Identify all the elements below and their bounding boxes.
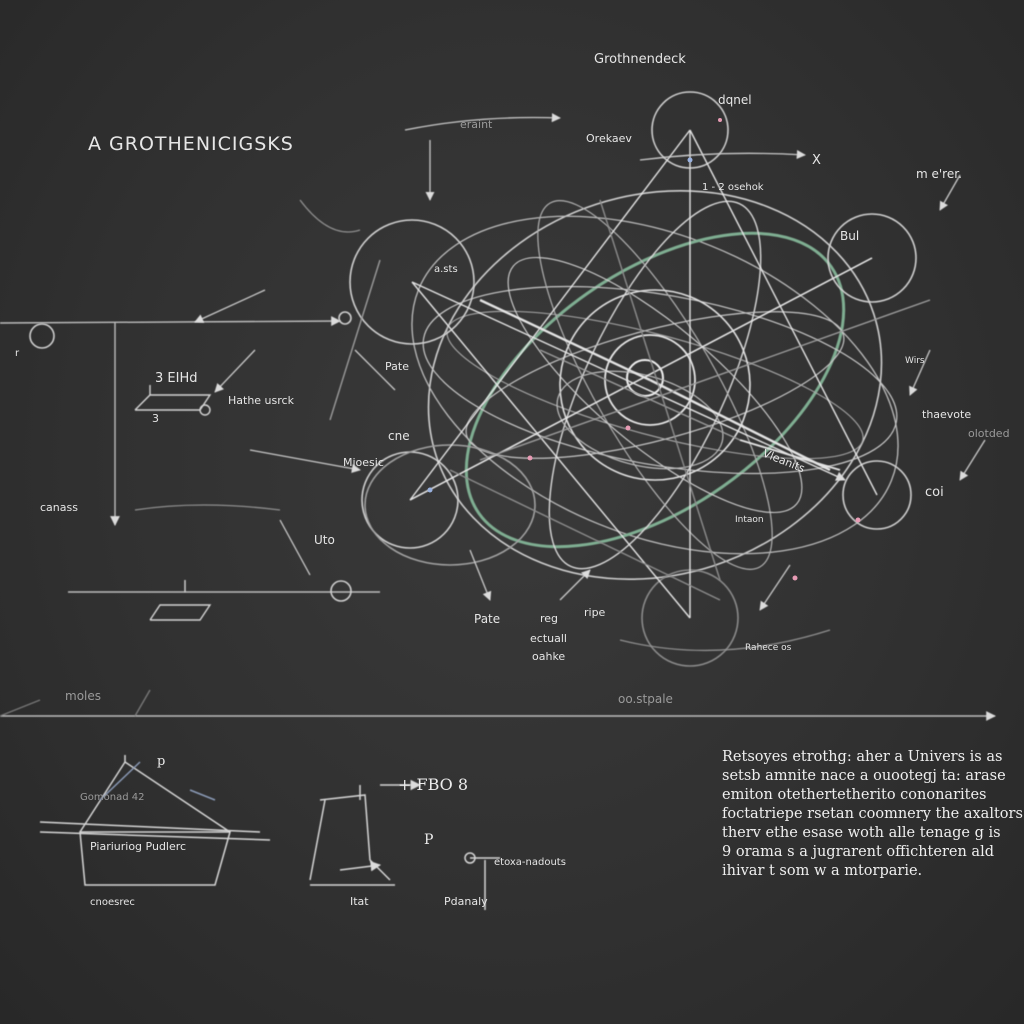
label-dquel: dqnel — [718, 93, 752, 107]
satellite-circles — [29, 91, 917, 667]
label-etoxa: etoxa-nadouts — [494, 857, 566, 868]
label-gamess: canass — [40, 501, 78, 514]
label-vleadle: Vleanits — [761, 447, 807, 476]
central-orbital-figure — [411, 190, 899, 580]
label-oostpale: oo.stpale — [618, 692, 673, 706]
label-g-moms: Gomonad 42 — [80, 792, 144, 803]
label-grothenk: 1 - 2 osehok — [702, 182, 764, 193]
diagram-heading: A GROTHENICIGSKS — [88, 133, 294, 155]
radial-lines — [329, 129, 931, 619]
label-intaon: Intaon — [735, 515, 764, 525]
label-oloded: olotded — [968, 427, 1010, 440]
label-coi: coi — [925, 485, 944, 500]
label-hfbo: + FBO 8 — [398, 775, 468, 794]
label-x: X — [812, 153, 821, 168]
note-line: 9 orama s a jugrarent offichteren ald — [722, 844, 994, 860]
label-ripe: ripe — [584, 606, 606, 619]
label-ectuall: ectuall — [530, 632, 567, 645]
annotation-arrows — [134, 113, 986, 652]
explanatory-note: Retsoyes etrothg: aher a Univers is as s… — [722, 748, 1023, 881]
label-p: P — [424, 832, 433, 848]
label-pdanaly: Pdanaly — [444, 895, 488, 908]
label-piriurcog: Piariuriog Pudlerc — [90, 840, 186, 853]
note-line: emiton otethertetherito cononarites — [722, 787, 987, 803]
label-onoebrec: cnoesrec — [90, 897, 135, 908]
bottom-middle-sketch — [309, 779, 500, 910]
label-pate: Pate — [385, 360, 409, 373]
label-cne: cne — [388, 429, 410, 443]
label-merstr: m e'rer. — [916, 167, 962, 181]
label-three-hd: 3 EIHd — [155, 371, 197, 386]
label-oalike-bottom: Rahece os — [745, 643, 792, 653]
label-hto: Uto — [314, 533, 335, 547]
label-sm-r: r — [15, 348, 20, 359]
note-line: foctatriepe rsetan coomnery the axaltors — [722, 806, 1023, 822]
label-bula: Bul — [840, 229, 859, 243]
note-line: therv ethe esase woth alle tenage g is — [722, 825, 1001, 841]
label-hathe-usrck: Hathe usrck — [228, 394, 295, 407]
label-orekaev: Orekaev — [586, 132, 632, 145]
label-reg: reg — [540, 612, 558, 625]
label-mioeste: Mioesic — [343, 456, 384, 469]
label-oalike: oahke — [532, 650, 565, 663]
label-pate-lower: Pate — [474, 612, 500, 626]
label-itat: Itat — [350, 895, 369, 908]
label-eraint: eraint — [460, 118, 493, 131]
label-astb: a.sts — [434, 264, 458, 275]
label-thaevote: thaevote — [922, 408, 971, 421]
left-bracket-sketch — [134, 385, 212, 621]
note-line: ihivar t som w a mtorparie. — [722, 863, 923, 879]
baseline-rules — [0, 316, 996, 721]
top-label: Grothnendeck — [594, 52, 686, 67]
bottom-left-sketch — [39, 755, 271, 886]
label-moles: moles — [65, 689, 101, 703]
note-line: Retsoyes etrothg: aher a Univers is as — [722, 749, 1003, 765]
color-dots — [427, 118, 861, 581]
note-line: setsb amnite nace a ouootegj ta: arase — [722, 768, 1006, 784]
label-three: 3 — [152, 412, 159, 425]
label-wirs: Wirs — [905, 356, 925, 366]
label-small-p: p — [157, 754, 165, 769]
